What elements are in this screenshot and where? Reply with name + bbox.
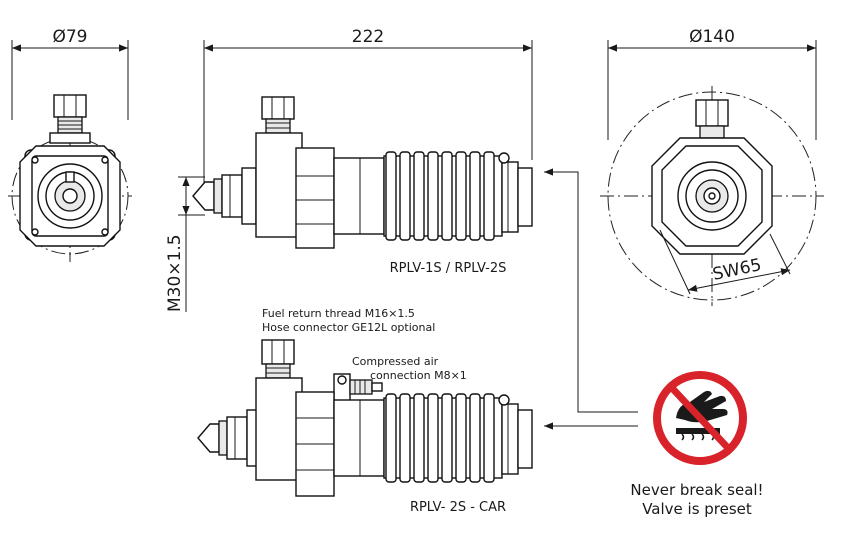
dimension-left-diameter: Ø79 (52, 27, 87, 47)
seal-leader-lines (544, 168, 638, 430)
compressed-air-line1: Compressed air (352, 355, 439, 368)
dimension-length: 222 (352, 27, 384, 47)
no-touch-hot-surface-icon (653, 371, 747, 465)
bottom-model-label: RPLV- 2S - CAR (410, 500, 506, 515)
left-end-view: Ø79 (8, 27, 132, 262)
fuel-return-line1: Fuel return thread M16×1.5 (262, 307, 415, 320)
dimension-thread: M30×1.5 (165, 234, 185, 312)
spring-coils-bottom (383, 393, 503, 483)
right-end-view: Ø140 SW65 (600, 27, 824, 306)
fuel-return-line2: Hose connector GE12L optional (262, 321, 435, 334)
top-side-view: 222 M30×1.5 (165, 27, 533, 312)
compressed-air-line2: connection M8×1 (370, 369, 467, 382)
warning-line2: Valve is preset (642, 500, 752, 518)
dimension-right-diameter: Ø140 (689, 27, 735, 47)
spring-coils-top (383, 151, 503, 241)
top-model-label: RPLV-1S / RPLV-2S (390, 261, 507, 276)
bottom-side-view: Fuel return thread M16×1.5 Hose connecto… (197, 307, 533, 515)
warning-line1: Never break seal! (630, 481, 763, 499)
